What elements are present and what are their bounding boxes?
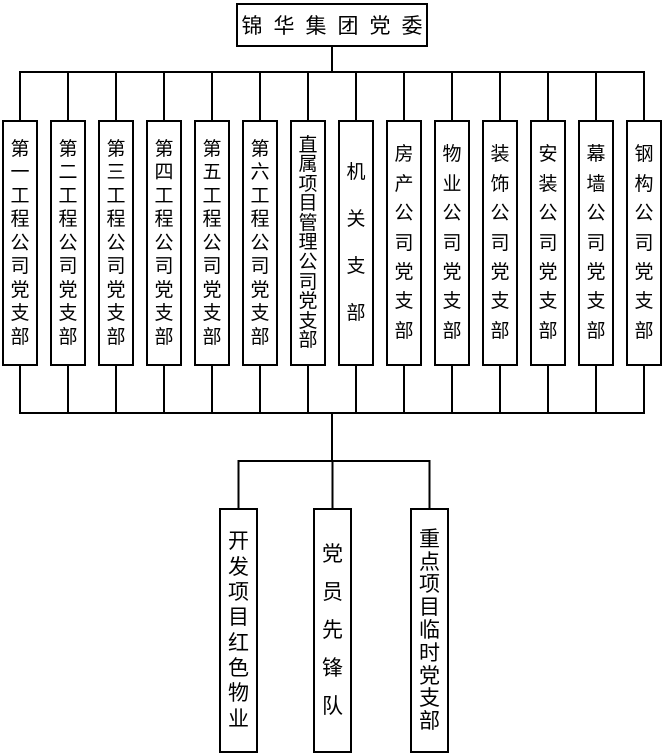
team-box-1: 开发项目红色物业 [219, 508, 258, 753]
branch-box-10: 物业公司党支部 [434, 120, 470, 366]
branch-box-7: 直属项目管理公司党支部 [290, 120, 326, 366]
root-committee-label: 锦华集团党委 [241, 15, 434, 38]
branch-box-12: 安装公司党支部 [530, 120, 566, 366]
branch-box-9: 房产公司党支部 [386, 120, 422, 366]
branch-box-8: 机关支部 [338, 120, 374, 366]
root-committee-box: 锦华集团党委 [236, 3, 428, 47]
branch-box-2: 第二工程公司党支部 [50, 120, 86, 366]
branch-box-4: 第四工程公司党支部 [146, 120, 182, 366]
team-box-3: 重点项目临时党支部 [410, 508, 449, 753]
team-box-2: 党员先锋队 [313, 508, 352, 753]
branch-box-11: 装饰公司党支部 [482, 120, 518, 366]
branch-box-13: 幕墙公司党支部 [578, 120, 614, 366]
branch-box-1: 第一工程公司党支部 [2, 120, 38, 366]
branch-box-6: 第六工程公司党支部 [242, 120, 278, 366]
branch-row: 第一工程公司党支部 第二工程公司党支部 第三工程公司党支部 第四工程公司党支部 … [2, 120, 662, 366]
branch-box-5: 第五工程公司党支部 [194, 120, 230, 366]
branch-box-3: 第三工程公司党支部 [98, 120, 134, 366]
branch-box-14: 钢构公司党支部 [626, 120, 662, 366]
